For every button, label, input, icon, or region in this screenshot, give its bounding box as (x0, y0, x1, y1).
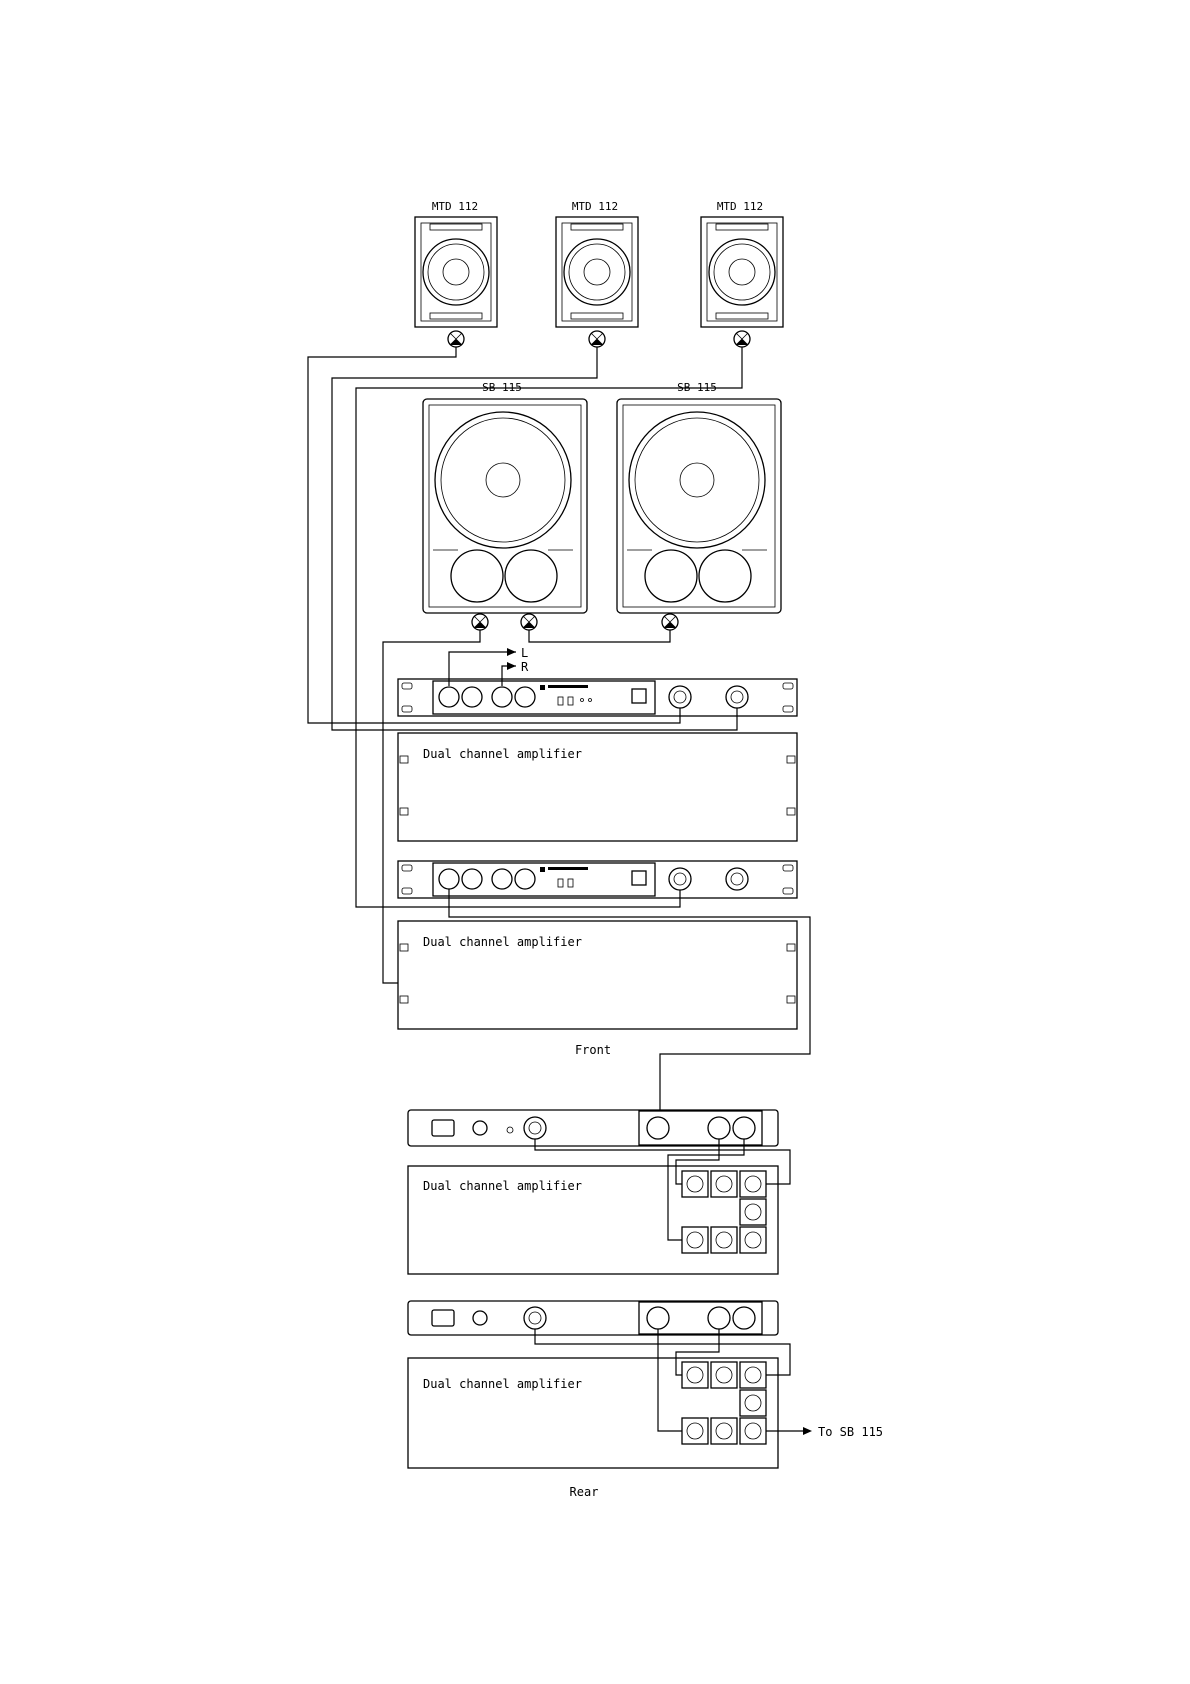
controller-rear-1 (408, 1110, 778, 1146)
monitor-label: MTD 112 (717, 200, 763, 213)
monitor-speaker-3: MTD 112 (701, 200, 783, 347)
arrow-right-icon (803, 1427, 812, 1435)
monitor-label: MTD 112 (572, 200, 618, 213)
amplifier-label: Dual channel amplifier (423, 747, 582, 761)
input-left: L (449, 646, 528, 686)
monitor-speaker-1: MTD 112 (415, 200, 497, 347)
controller-unit-front-2 (398, 861, 797, 898)
monitor-speaker-2: MTD 112 (556, 200, 638, 347)
connector-icon (521, 614, 537, 630)
connector-icon (734, 331, 750, 347)
rear-wiring-2: To SB 115 (535, 1329, 883, 1439)
controller-rear-2 (408, 1301, 778, 1335)
amplifier-label: Dual channel amplifier (423, 1179, 582, 1193)
rear-view-label: Rear (570, 1485, 599, 1499)
amplifier-rear-2: Dual channel amplifier (408, 1358, 778, 1468)
input-right: R (502, 660, 529, 686)
sub-speaker-2: SB 115 (617, 381, 781, 630)
amplifier-rear-1: Dual channel amplifier (408, 1166, 778, 1274)
amplifier-label: Dual channel amplifier (423, 1377, 582, 1391)
amplifier-front-2: Dual channel amplifier (398, 921, 797, 1029)
input-right-label: R (521, 660, 529, 674)
amplifier-front-1: Dual channel amplifier (398, 733, 797, 841)
front-wiring (308, 347, 810, 1110)
connector-icon (448, 331, 464, 347)
connector-icon (662, 614, 678, 630)
front-view-label: Front (575, 1043, 611, 1057)
monitor-label: MTD 112 (432, 200, 478, 213)
connector-icon (589, 331, 605, 347)
to-sub-label: To SB 115 (818, 1425, 883, 1439)
connector-icon (472, 614, 488, 630)
sub-speaker-1: SB 115 (423, 381, 587, 630)
amplifier-label: Dual channel amplifier (423, 935, 582, 949)
input-left-label: L (521, 646, 528, 660)
